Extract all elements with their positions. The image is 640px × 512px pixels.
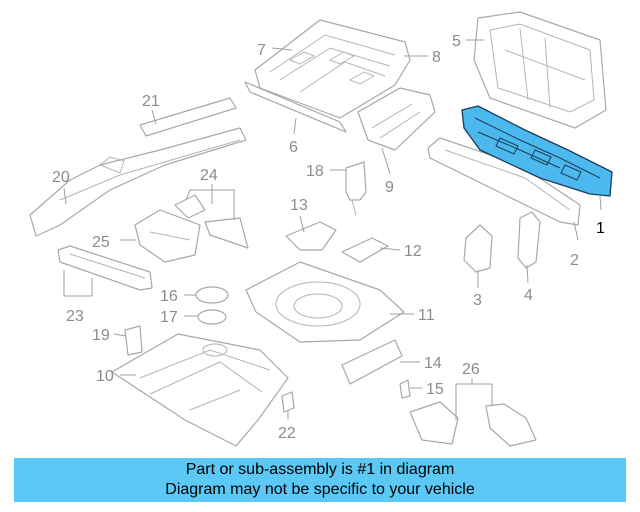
part-18-jack[interactable]: [345, 161, 367, 216]
part-1-rear-panel[interactable]: [461, 105, 613, 197]
callout-7: 7: [257, 42, 266, 59]
callout-5: 5: [452, 33, 461, 50]
callout-14: 14: [424, 355, 442, 372]
part-26-shield[interactable]: [409, 401, 537, 447]
banner-line-2: Diagram may not be specific to your vehi…: [165, 481, 475, 498]
callout-8: 8: [432, 49, 441, 66]
part-9-bracket[interactable]: [357, 87, 436, 151]
callout-1: 1: [596, 220, 605, 237]
info-banner: Part or sub-assembly is #1 in diagram Di…: [14, 458, 626, 502]
callout-19: 19: [92, 327, 110, 344]
callout-10: 10: [96, 368, 114, 385]
part-7-parcel-shelf[interactable]: [254, 19, 411, 119]
part-4-bracket[interactable]: [517, 211, 541, 269]
callout-26: 26: [462, 361, 480, 378]
part-13-bracket[interactable]: [285, 221, 337, 251]
callout-2: 2: [570, 252, 579, 269]
part-21-rail[interactable]: [139, 97, 237, 137]
part-24-bracket[interactable]: [174, 194, 249, 249]
callout-20: 20: [52, 169, 70, 186]
part-22-clip[interactable]: [281, 391, 295, 413]
callout-21: 21: [142, 93, 160, 110]
callout-17: 17: [160, 309, 178, 326]
callout-24: 24: [200, 167, 218, 184]
part-14-rail[interactable]: [341, 339, 403, 385]
part-11-spare-wheel-well[interactable]: [245, 261, 405, 343]
callout-23: 23: [66, 308, 84, 325]
callout-11: 11: [418, 307, 435, 324]
part-10-floor-pan[interactable]: [111, 333, 289, 447]
part-12-pad[interactable]: [341, 237, 389, 263]
part-23-sill[interactable]: [57, 245, 153, 291]
callout-4: 4: [524, 287, 533, 304]
part-3-bracket[interactable]: [463, 224, 493, 273]
part-19-bracket[interactable]: [124, 325, 143, 356]
callout-25: 25: [92, 234, 110, 251]
banner-line-1: Part or sub-assembly is #1 in diagram: [185, 461, 455, 478]
callout-13: 13: [290, 197, 308, 214]
callout-12: 12: [404, 243, 422, 260]
callout-9: 9: [385, 179, 394, 196]
part-6-rail[interactable]: [244, 81, 347, 133]
callout-6: 6: [289, 139, 298, 156]
callout-22: 22: [278, 425, 296, 442]
part-20-side-member[interactable]: [29, 127, 247, 237]
leader-lines: [63, 39, 602, 420]
callout-15: 15: [426, 381, 444, 398]
callout-3: 3: [473, 292, 482, 309]
part-2-cross-member[interactable]: [427, 137, 581, 226]
callout-labels: 1 2 3 4 5 6 7 8 9 10 11 12 13 14 15 16 1…: [52, 33, 605, 442]
part-15-clip[interactable]: [399, 379, 411, 399]
part-16-plug[interactable]: [195, 286, 229, 304]
part-17-plug[interactable]: [197, 309, 227, 325]
callout-16: 16: [160, 288, 178, 305]
part-5-back-panel[interactable]: [473, 11, 607, 129]
part-25-bracket[interactable]: [134, 209, 201, 263]
parts-diagram: 1 2 3 4 5 6 7 8 9 10 11 12 13 14 15 16 1…: [29, 11, 613, 447]
callout-18: 18: [306, 163, 324, 180]
